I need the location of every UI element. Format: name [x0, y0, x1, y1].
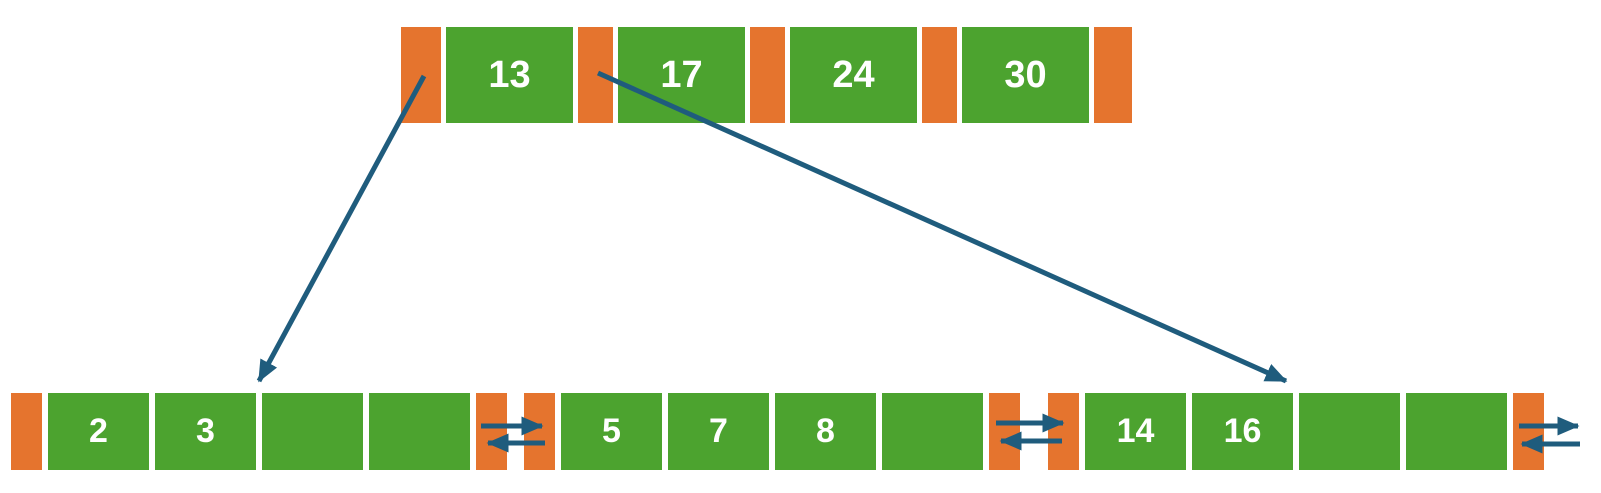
leaf-0-prev-pointer-cell	[11, 393, 42, 470]
root-key-cell-0: 13	[446, 27, 573, 123]
root-pointer-cell-3	[922, 27, 957, 123]
leaf-2-key-cell-1: 16	[1192, 393, 1293, 470]
root-to-leaf0-arrow	[256, 74, 427, 383]
leaf-1-key-cell-2: 8	[775, 393, 876, 470]
leaf-1-prev-pointer-cell	[524, 393, 555, 470]
root-pointer-cell-2	[750, 27, 785, 123]
root-node: 13 17 24 30	[401, 27, 1132, 123]
leaf-0-key-cell-2	[262, 393, 363, 470]
leaf-0-key-cell-3	[369, 393, 470, 470]
leaf-0-next-pointer-cell	[476, 393, 507, 470]
leaf-2-key-cell-2	[1299, 393, 1400, 470]
leaf-2-prev-pointer-cell	[1048, 393, 1079, 470]
leaf-0-key-cell-0: 2	[48, 393, 149, 470]
leaf-1-next-pointer-cell	[989, 393, 1020, 470]
root-key-cell-3: 30	[962, 27, 1089, 123]
root-key-cell-2: 24	[790, 27, 917, 123]
root-key-cell-1: 17	[618, 27, 745, 123]
leaf-0-key-cell-1: 3	[155, 393, 256, 470]
leaf-2-next-pointer-cell	[1513, 393, 1544, 470]
leaf-1-key-cell-0: 5	[561, 393, 662, 470]
root-pointer-cell-4	[1094, 27, 1132, 123]
root-pointer-cell-1	[578, 27, 613, 123]
leaf-1-key-cell-3	[882, 393, 983, 470]
leaf-2-key-cell-3	[1406, 393, 1507, 470]
leaf-1-key-cell-1: 7	[668, 393, 769, 470]
leaf-2-key-cell-0: 14	[1085, 393, 1186, 470]
root-pointer-cell-0	[401, 27, 441, 123]
